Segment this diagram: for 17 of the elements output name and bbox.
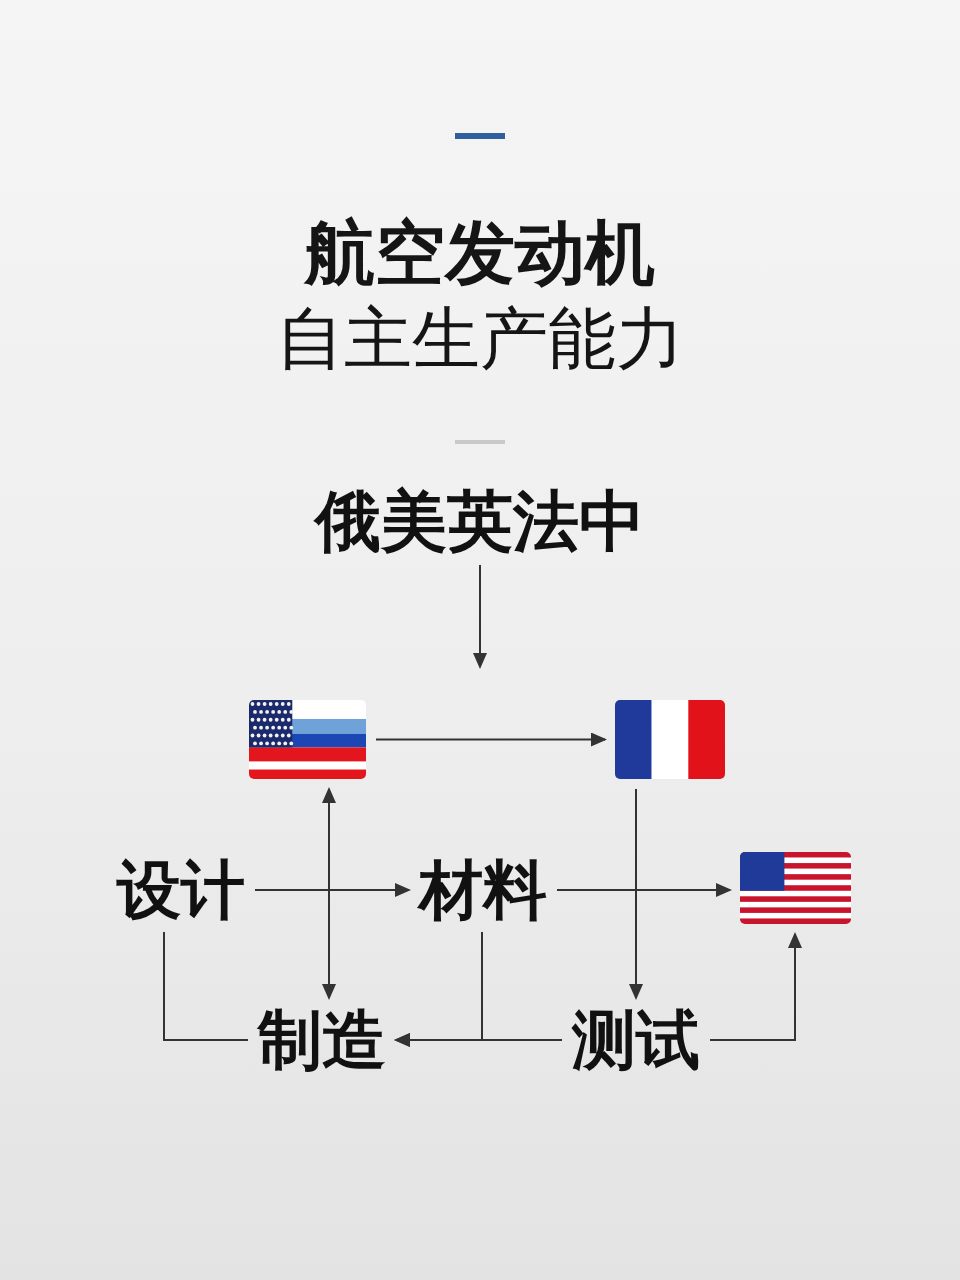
flag-icon — [249, 700, 366, 779]
step-label: 设计 — [117, 858, 245, 922]
step-label: 制造 — [258, 1008, 386, 1072]
flag-icon — [615, 700, 725, 779]
arrow — [709, 932, 802, 1041]
arrow — [394, 1033, 563, 1047]
arrow — [556, 883, 732, 897]
arrow — [254, 883, 411, 897]
arrow — [473, 564, 487, 669]
step-label: 材料 — [419, 858, 547, 922]
arrow — [375, 732, 607, 747]
step-label: 测试 — [572, 1008, 700, 1072]
arrow — [322, 787, 336, 1000]
flag-icon — [740, 852, 851, 924]
arrow — [629, 788, 643, 1000]
connector-line — [163, 931, 249, 1041]
title: 航空发动机自主生产能力 — [276, 211, 684, 380]
